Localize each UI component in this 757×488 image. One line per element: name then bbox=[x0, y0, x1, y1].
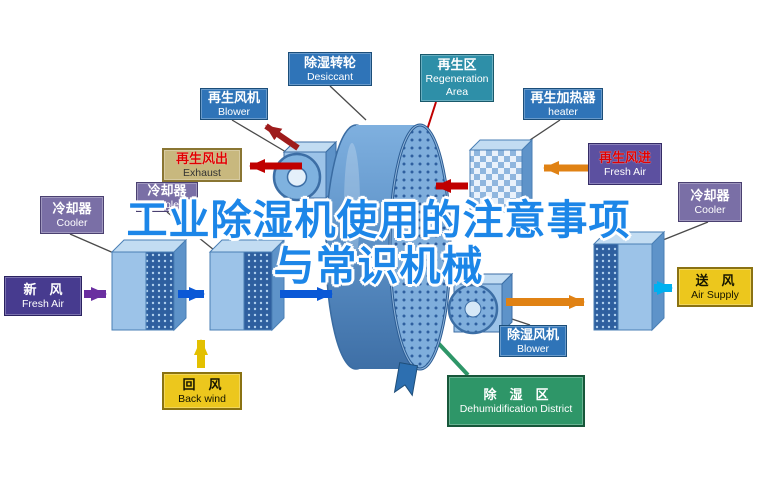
label-cooler-left-outer-en: Cooler bbox=[56, 216, 88, 229]
label-back-wind-zh: 回 风 bbox=[182, 376, 222, 392]
air-unit-left-1 bbox=[110, 238, 188, 332]
leader-lines bbox=[69, 85, 709, 326]
watermark-line2: 与常识机械 bbox=[273, 242, 484, 289]
dehumid-blower-fan bbox=[447, 272, 514, 335]
label-dehumid-blower-en: Blower bbox=[516, 342, 550, 355]
air-unit-right bbox=[592, 230, 666, 332]
label-exhaust-en: Exhaust bbox=[183, 166, 221, 179]
label-regen-heater-zh: 再生加热器 bbox=[530, 89, 596, 105]
label-cooler-left-inner-en: Cooler bbox=[151, 198, 183, 211]
label-desiccant-zh: 除湿转轮 bbox=[303, 54, 356, 70]
label-regen-blower-en: Blower bbox=[217, 105, 251, 118]
label-regen-heater-en: heater bbox=[548, 105, 578, 118]
label-cooler-left-inner-zh: 冷却器 bbox=[147, 182, 187, 198]
label-dehumid-district-en: Dehumidification District bbox=[459, 402, 573, 415]
label-air-supply-zh: 送 风 bbox=[695, 272, 735, 288]
label-regen-area-zh: 再生区 bbox=[437, 57, 477, 73]
label-regen-blower: 再生风机 Blower bbox=[200, 88, 268, 120]
label-regen-heater: 再生加热器 heater bbox=[523, 88, 603, 120]
regen-heater-unit bbox=[468, 138, 534, 214]
label-desiccant: 除湿转轮 Desiccant bbox=[288, 52, 372, 86]
arrow-blower-exhaust-up bbox=[264, 123, 300, 151]
watermark-line1: 工业除湿机使用的注意事项 bbox=[126, 197, 631, 243]
label-fresh-air: 新 风 Fresh Air bbox=[4, 276, 82, 316]
label-back-wind: 回 风 Back wind bbox=[162, 372, 242, 410]
label-cooler-right: 冷却器 Cooler bbox=[678, 182, 742, 222]
label-cooler-left-outer: 冷却器 Cooler bbox=[40, 196, 104, 234]
regen-area-leader bbox=[426, 101, 437, 131]
label-regen-blower-zh: 再生风机 bbox=[207, 89, 260, 105]
label-desiccant-en: Desiccant bbox=[306, 70, 354, 83]
ribbon-marker bbox=[393, 362, 419, 397]
airflow-arrows bbox=[84, 123, 673, 368]
label-dehumid-district: 除 湿 区 Dehumidification District bbox=[447, 375, 585, 427]
air-unit-left-2 bbox=[208, 238, 286, 332]
label-air-supply: 送 风 Air Supply bbox=[677, 267, 753, 307]
label-regen-fresh-air-en: Fresh Air bbox=[603, 165, 646, 178]
label-fresh-air-en: Fresh Air bbox=[21, 297, 64, 310]
label-exhaust: 再生风出 Exhaust bbox=[162, 148, 242, 182]
label-dehumid-blower: 除湿风机 Blower bbox=[499, 325, 567, 357]
label-cooler-left-outer-zh: 冷却器 bbox=[52, 200, 92, 216]
label-exhaust-zh: 再生风出 bbox=[175, 150, 228, 166]
label-fresh-air-zh: 新 风 bbox=[23, 281, 63, 297]
label-air-supply-en: Air Supply bbox=[691, 288, 739, 301]
desiccant-wheel bbox=[325, 123, 452, 371]
watermark-text: 工业除湿机使用的注意事项 与常识机械 bbox=[0, 197, 757, 290]
label-regen-fresh-air-zh: 再生风进 bbox=[598, 149, 651, 165]
label-cooler-left-inner: 冷却器 Cooler bbox=[136, 182, 198, 212]
label-dehumid-district-zh: 除 湿 区 bbox=[483, 386, 549, 402]
label-regen-fresh-air: 再生风进 Fresh Air bbox=[588, 143, 662, 185]
label-regen-area: 再生区 Regeneration Area bbox=[420, 54, 494, 102]
label-regen-area-en: Regeneration Area bbox=[425, 73, 489, 98]
label-dehumid-blower-zh: 除湿风机 bbox=[506, 326, 559, 342]
label-cooler-right-en: Cooler bbox=[694, 203, 726, 216]
label-back-wind-en: Back wind bbox=[178, 392, 226, 405]
label-cooler-right-zh: 冷却器 bbox=[690, 187, 730, 203]
